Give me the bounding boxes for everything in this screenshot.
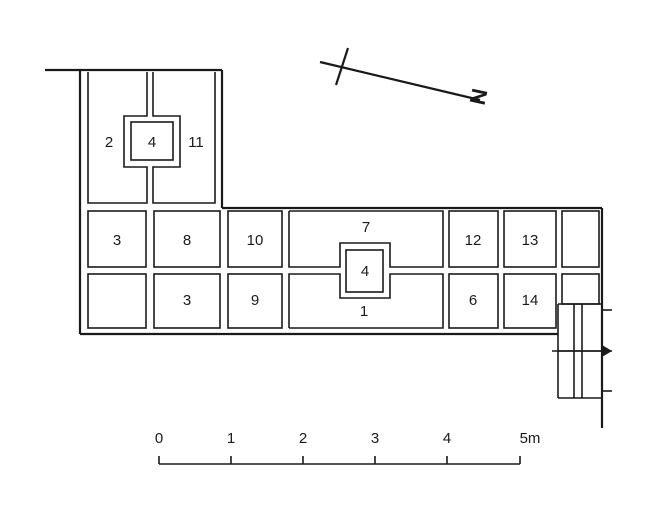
room-label-7: 7 [362, 219, 370, 236]
scale-tick-4: 4 [443, 430, 451, 447]
room-label-13: 13 [522, 232, 539, 249]
scale-bar: 0 1 2 3 4 5m [155, 430, 541, 465]
room-label-8: 8 [183, 232, 191, 249]
scale-tick-5m: 5m [520, 430, 541, 447]
room-label-2: 2 [105, 134, 113, 151]
upper-wing [87, 72, 216, 204]
room-label-1: 1 [360, 303, 368, 320]
room-label-3-lower: 3 [183, 292, 191, 309]
room-label-6: 6 [469, 292, 477, 309]
entrance-stair [552, 303, 612, 399]
room-label-12: 12 [465, 232, 482, 249]
room-label-14: 14 [522, 292, 539, 309]
room-label-10: 10 [247, 232, 264, 249]
room-label-11: 11 [188, 134, 204, 151]
central-hall [288, 210, 444, 329]
scale-tick-2: 2 [299, 430, 307, 447]
scale-tick-3: 3 [371, 430, 379, 447]
north-arrow-letter: N [465, 86, 493, 107]
scale-tick-0: 0 [155, 430, 163, 447]
room-cells [87, 210, 600, 329]
room-label-4-upper: 4 [148, 134, 156, 151]
outer-walls [45, 68, 604, 428]
room-label-3-upper: 3 [113, 232, 121, 249]
room-label-4-center: 4 [361, 263, 369, 280]
room-label-9: 9 [251, 292, 259, 309]
room-labels: 2 4 11 3 8 10 7 4 12 13 3 9 1 6 14 [105, 134, 539, 320]
scale-tick-1: 1 [227, 430, 235, 447]
entrance-arrow-icon [602, 345, 612, 357]
north-arrow-icon: N [319, 47, 493, 107]
